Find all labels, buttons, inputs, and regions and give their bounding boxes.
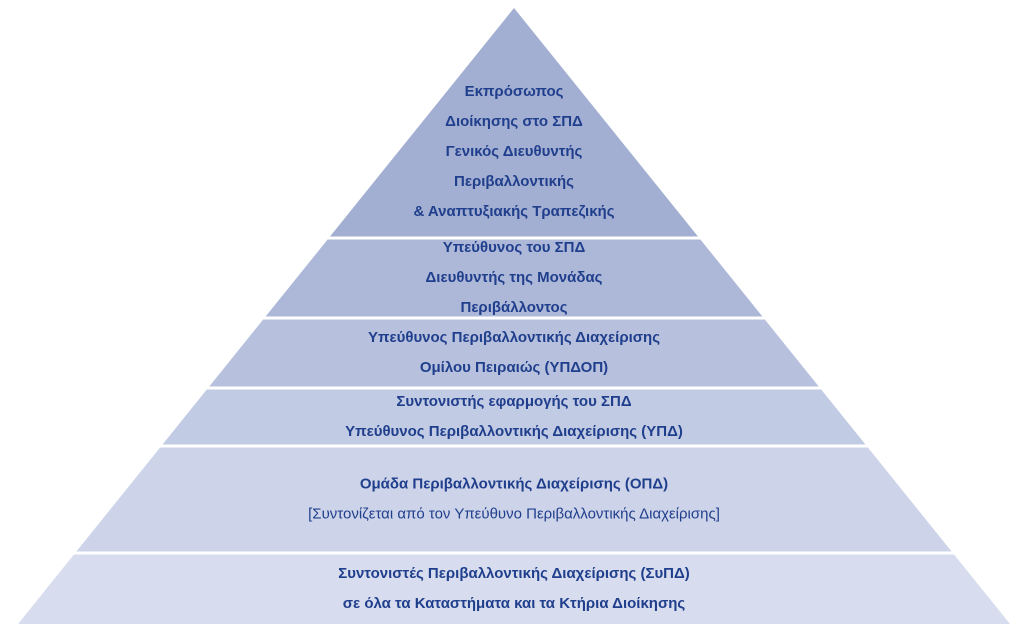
tier-5-line-1: Ομάδα Περιβαλλοντικής Διαχείρισης (ΟΠΔ) [360,475,668,492]
tier-1-line-1: Εκπρόσωπος [465,83,564,100]
tier-3-line-2: Ομίλου Πειραιώς (ΥΠΔΟΠ) [420,359,608,376]
tier-1-line-3: Γενικός Διευθυντής [446,143,583,160]
tier-4-line-2: Υπεύθυνος Περιβαλλοντικής Διαχείρισης (Υ… [345,423,683,440]
tier-1-line-5: & Αναπτυξιακής Τραπεζικής [413,203,614,220]
pyramid-tiers [18,8,1010,624]
tier-2-line-3: Περιβάλλοντος [460,299,567,316]
tier-3-line-1: Υπεύθυνος Περιβαλλοντικής Διαχείρισης [368,329,660,346]
tier-1-line-4: Περιβαλλοντικής [454,173,574,190]
tier-1-line-2: Διοίκησης στο ΣΠΔ [445,113,583,130]
tier-6-line-2: σε όλα τα Καταστήματα και τα Κτήρια Διοί… [343,595,686,612]
pyramid-tier-6 [18,554,1010,624]
tier-6-line-1: Συντονιστές Περιβαλλοντικής Διαχείρισης … [338,565,690,582]
pyramid-tier-1 [330,8,698,237]
tier-2-line-2: Διευθυντής της Μονάδας [426,269,603,286]
tier-5-line-2: [Συντονίζεται από τον Υπεύθυνο Περιβαλλο… [308,505,720,522]
pyramid-tier-3 [209,319,819,387]
tier-4-line-1: Συντονιστής εφαρμογής του ΣΠΔ [396,393,631,410]
tier-2-line-1: Υπεύθυνος του ΣΠΔ [443,239,586,256]
pyramid-tier-2 [265,239,763,317]
pyramid-tier-4 [162,389,866,445]
pyramid-tier-5 [76,447,952,552]
